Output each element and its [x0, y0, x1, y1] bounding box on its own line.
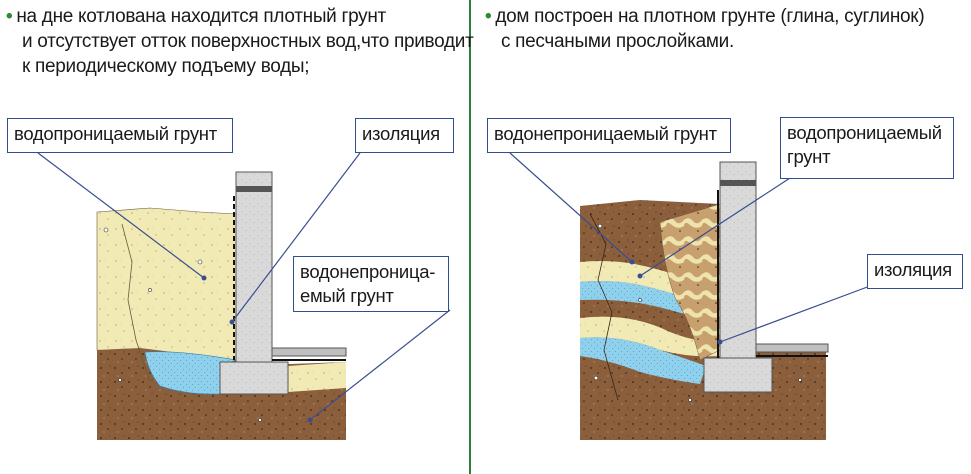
right-crack-line — [589, 213, 619, 401]
right-footing — [703, 357, 773, 393]
right-impermeable-label: водонепроницаемый грунт — [487, 118, 731, 153]
right-permeable-label: водопроницаемый грунт — [780, 117, 954, 179]
left-water-pocket — [144, 351, 238, 395]
left-caption-line-2: и отсутствует отток поверхностных вод,чт… — [22, 31, 474, 52]
left-permeable-pointer-dot — [201, 275, 207, 281]
left-leader-lines — [37, 152, 451, 421]
right-insulation-pointer-dot — [717, 339, 723, 345]
right-insulation-label: изоляция — [867, 254, 963, 289]
right-leader-lines — [509, 152, 871, 343]
left-insulation-label: изоляция — [355, 118, 454, 153]
left-soil-diagram — [37, 152, 451, 440]
left-sand-backfill — [288, 362, 346, 392]
right-caption-line-1: •дом построен на плотном грунте (глина, … — [485, 6, 925, 27]
left-caption-bullet: • — [6, 6, 13, 27]
right-wall-cap — [720, 180, 756, 186]
right-wall — [719, 161, 757, 359]
right-soil-diagram — [509, 152, 871, 440]
right-floor-slab — [755, 343, 829, 353]
left-wall — [235, 171, 273, 363]
left-wall-cap — [236, 186, 272, 192]
left-impermeable-pointer-dot — [307, 417, 313, 423]
right-impermeable-pointer-dot — [629, 259, 635, 265]
left-impermeable-label: водонепроница- емый грунт — [293, 256, 449, 312]
right-caption: •дом построен на плотном грунте (глина, … — [485, 4, 925, 54]
right-caption-line-2: с песчаными прослойками. — [501, 31, 734, 52]
left-caption-line-1: •на дне котлована находится плотный грун… — [6, 6, 386, 27]
right-water-layer-2 — [580, 337, 706, 384]
panel-divider — [469, 0, 471, 474]
left-crack-line — [121, 223, 151, 383]
right-panel: •дом построен на плотном грунте (глина, … — [471, 0, 971, 474]
left-insulation-pointer-dot — [229, 319, 235, 325]
left-caption: •на дне котлована находится плотный грун… — [6, 4, 474, 79]
right-permeable-pointer-dot — [637, 273, 643, 279]
left-floor-slab — [271, 347, 347, 357]
right-mixed-backfill — [659, 203, 721, 361]
right-caption-bullet: • — [485, 6, 492, 27]
left-panel: •на дне котлована находится плотный грун… — [0, 0, 474, 474]
left-permeable-label: водопроницаемый грунт — [7, 118, 233, 153]
left-caption-line-3: к периодическому подъему воды; — [22, 56, 310, 77]
right-sand-layer-2 — [580, 316, 720, 357]
